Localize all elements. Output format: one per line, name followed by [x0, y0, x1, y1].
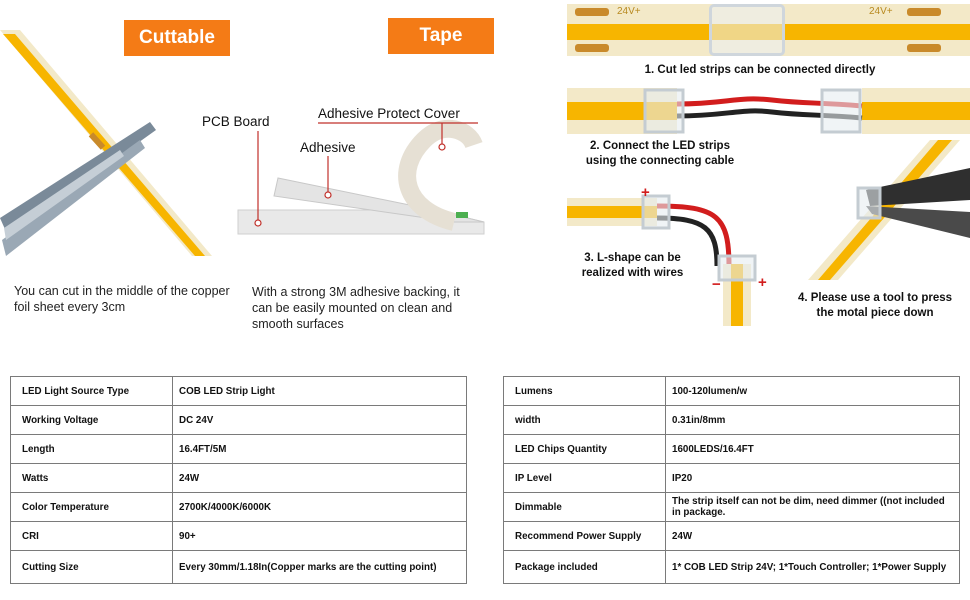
step2-image	[567, 88, 970, 134]
spec-key: Color Temperature	[10, 492, 173, 522]
spec-value: 1* COB LED Strip 24V; 1*Touch Controller…	[665, 550, 960, 584]
step3-caption-line2: realized with wires	[581, 267, 684, 279]
tape-illustration	[237, 119, 485, 235]
step3-caption-line1: 3. L-shape can be	[584, 252, 681, 264]
minus-sign-bottom: −	[712, 276, 721, 293]
spec-value: 2700K/4000K/6000K	[172, 492, 467, 522]
connector-clip-icon	[717, 254, 757, 282]
spec-key: Cutting Size	[10, 550, 173, 584]
spec-value: 90+	[172, 521, 467, 551]
voltage-mark-right: 24V+	[869, 6, 893, 17]
spec-key: LED Chips Quantity	[503, 434, 666, 464]
cuttable-badge: Cuttable	[124, 20, 230, 56]
spec-value: 0.31in/8mm	[665, 405, 960, 435]
spec-key: Lumens	[503, 376, 666, 406]
spec-value: IP20	[665, 463, 960, 493]
spec-key: Package included	[503, 550, 666, 584]
adhesive-cover-label: Adhesive Protect Cover	[318, 106, 460, 121]
step4-caption-line1: 4. Please use a tool to press	[797, 292, 953, 304]
spec-value: 1600LEDS/16.4FT	[665, 434, 960, 464]
spec-value: DC 24V	[172, 405, 467, 435]
led-strip-diagonal	[0, 30, 212, 256]
cut-strip-illustration	[0, 30, 212, 256]
spec-key: width	[503, 405, 666, 435]
step3-image	[567, 194, 757, 326]
voltage-mark-left: 24V+	[617, 6, 641, 17]
adhesive-label: Adhesive	[300, 140, 356, 155]
plus-sign-top: +	[641, 184, 650, 201]
step1-caption: 1. Cut led strips can be connected direc…	[644, 64, 876, 76]
spec-key: LED Light Source Type	[10, 376, 173, 406]
spec-key: CRI	[10, 521, 173, 551]
connector-clip-icon	[820, 88, 862, 134]
step1-image: 24V+ 24V+	[567, 4, 970, 56]
spec-key: Dimmable	[503, 492, 666, 522]
spec-value: 24W	[665, 521, 960, 551]
spec-key: Length	[10, 434, 173, 464]
plus-sign-bottom: +	[758, 274, 767, 291]
step2-caption-line1: 2. Connect the LED strips	[590, 140, 730, 152]
spec-key: Working Voltage	[10, 405, 173, 435]
pcb-board-label: PCB Board	[202, 114, 270, 129]
step4-image	[808, 140, 970, 280]
spec-value: 100-120lumen/w	[665, 376, 960, 406]
spec-value: COB LED Strip Light	[172, 376, 467, 406]
tape-caption: With a strong 3M adhesive backing, it ca…	[252, 285, 460, 331]
scissors-icon	[0, 122, 156, 256]
cut-caption: You can cut in the middle of the copper …	[14, 284, 230, 314]
connector-clip-icon	[641, 194, 671, 230]
spec-value: The strip itself can not be dim, need di…	[665, 492, 960, 522]
spec-key: Watts	[10, 463, 173, 493]
connector-clip-icon	[709, 4, 785, 56]
pliers-icon	[866, 168, 970, 238]
tape-badge: Tape	[388, 18, 494, 54]
connector-clip-icon	[643, 88, 685, 134]
spec-value: 16.4FT/5M	[172, 434, 467, 464]
spec-key: Recommend Power Supply	[503, 521, 666, 551]
step2-caption-line2: using the connecting cable	[585, 155, 735, 167]
spec-value: Every 30mm/1.18In(Copper marks are the c…	[172, 550, 467, 584]
step4-caption-line2: the motal piece down	[816, 307, 934, 319]
spec-key: IP Level	[503, 463, 666, 493]
spec-value: 24W	[172, 463, 467, 493]
